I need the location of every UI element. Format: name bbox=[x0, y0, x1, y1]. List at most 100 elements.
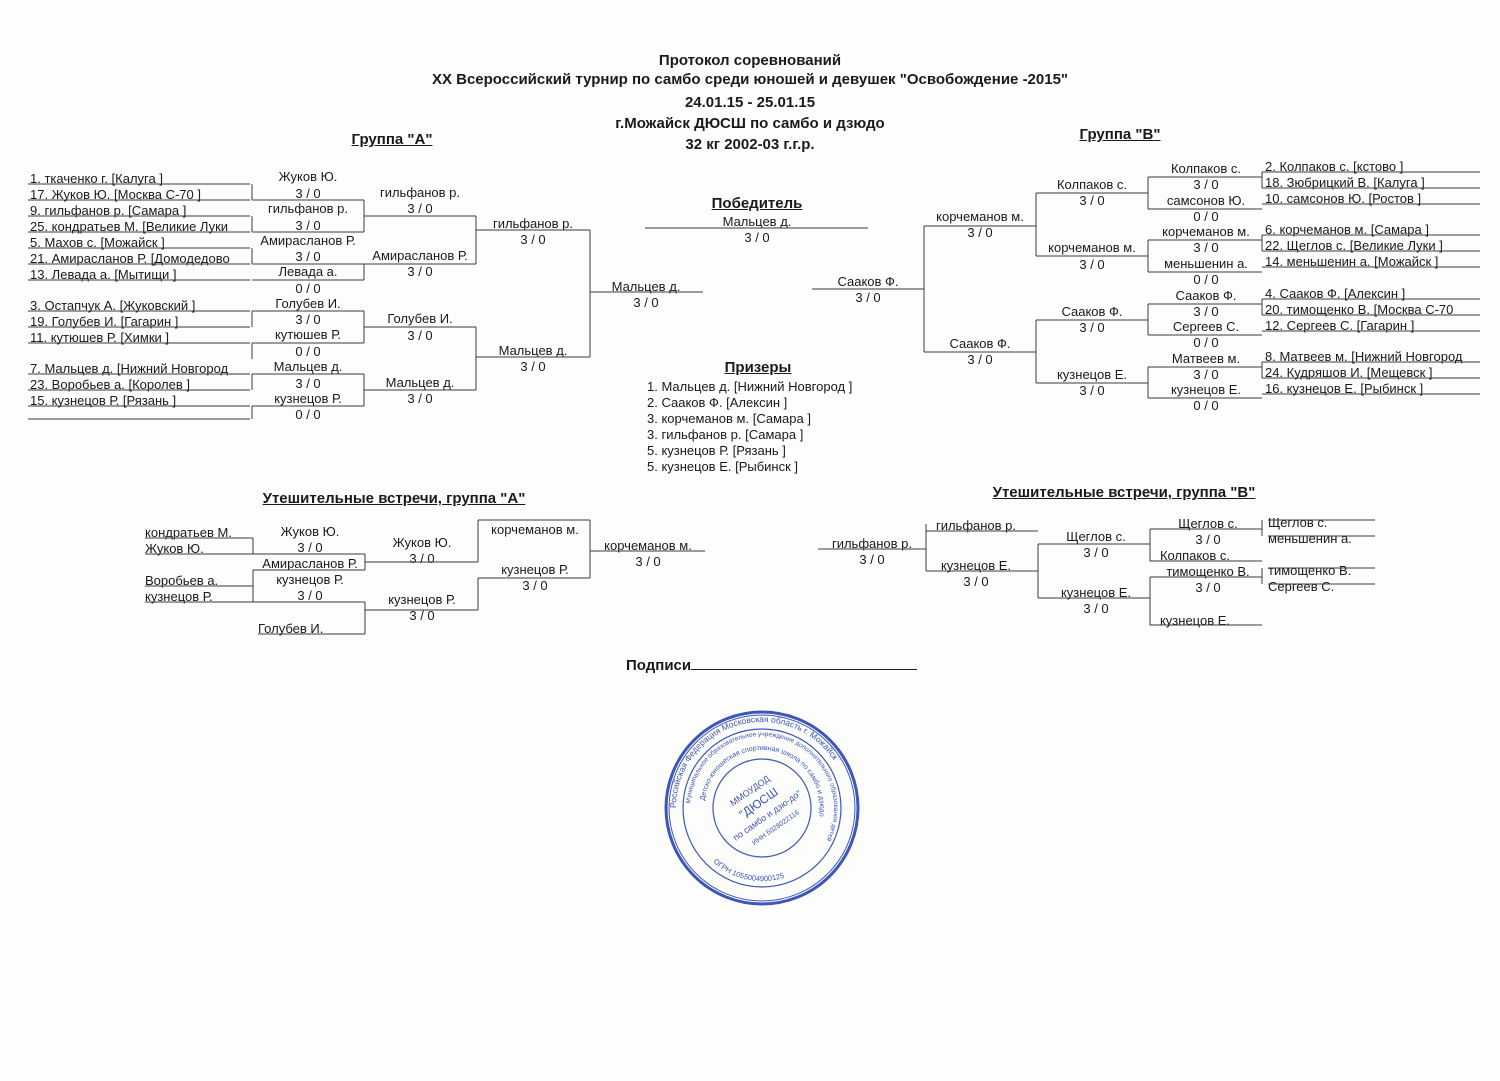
group-b-final-name: Сааков Ф. bbox=[837, 274, 899, 289]
group-b-r1-score: 3 / 0 bbox=[1193, 367, 1219, 382]
group-a-r2-score: 3 / 0 bbox=[407, 328, 433, 343]
cons-b-entrant: тимощенко В. bbox=[1268, 563, 1352, 578]
cons-b-title: Утешительные встречи, группа "В" bbox=[992, 484, 1256, 501]
cons-b-r3-name: кузнецов Е. bbox=[940, 558, 1012, 573]
group-a-title: Группа "А" bbox=[351, 131, 433, 148]
group-b-r1-score: 0 / 0 bbox=[1193, 398, 1219, 413]
group-b-r1-name: меньшенин а. bbox=[1164, 256, 1248, 271]
cons-b-r2-score: 3 / 0 bbox=[1083, 601, 1109, 616]
group-a-r1-score: 0 / 0 bbox=[295, 344, 321, 359]
group-a-r1-name: Жуков Ю. bbox=[278, 169, 338, 184]
group-b-r2-name: кузнецов Е. bbox=[1056, 367, 1128, 382]
signature-block: Подписи bbox=[626, 655, 918, 675]
cons-b-r2-name: кузнецов Е. bbox=[1060, 585, 1132, 600]
prize-item: 3. гильфанов р. [Самара ] bbox=[647, 427, 804, 442]
cons-a-r3-name: кузнецов Р. bbox=[501, 562, 569, 577]
group-a-r1-score: 3 / 0 bbox=[295, 376, 321, 391]
prize-item: 1. Мальцев д. [Нижний Новгород ] bbox=[647, 379, 853, 394]
cons-a-entrant: Голубев И. bbox=[258, 621, 324, 636]
group-a-r1-score: 3 / 0 bbox=[295, 218, 321, 233]
cons-b-r1-name: тимощенко В. bbox=[1166, 564, 1250, 579]
official-stamp: Российская Федерация Московская область … bbox=[664, 710, 860, 906]
group-a-r2-name: гильфанов р. bbox=[379, 185, 461, 200]
winner-title: Победитель bbox=[711, 195, 803, 212]
group-a-r1-score: 3 / 0 bbox=[295, 186, 321, 201]
stamp-rings bbox=[664, 710, 860, 906]
tournament-title: XX Всероссийский турнир по самбо среди ю… bbox=[431, 71, 1069, 88]
group-a-final-score: 3 / 0 bbox=[633, 295, 659, 310]
cons-a-r1-score: 3 / 0 bbox=[297, 540, 323, 555]
winner-score: 3 / 0 bbox=[744, 230, 770, 245]
group-a-entrant: 9. гильфанов р. [Самара ] bbox=[30, 203, 187, 218]
group-a-entrant: 3. Остапчук А. [Жуковский ] bbox=[30, 298, 196, 313]
group-a-r3-score: 3 / 0 bbox=[520, 232, 546, 247]
group-b-r3-score: 3 / 0 bbox=[967, 352, 993, 367]
cons-a-r2-score: 3 / 0 bbox=[409, 608, 435, 623]
cons-b-r1-name: Щеглов с. bbox=[1178, 516, 1238, 531]
cons-a-r3-score: 3 / 0 bbox=[522, 578, 548, 593]
group-a-entrant: 7. Мальцев д. [Нижний Новгород bbox=[30, 361, 229, 376]
group-a-r1-name: Левада а. bbox=[278, 264, 338, 279]
group-b-entrant: 6. корчеманов м. [Самара ] bbox=[1265, 222, 1429, 237]
group-b-entrant: 10. самсонов Ю. [Ростов ] bbox=[1265, 191, 1422, 206]
group-b-r1-score: 0 / 0 bbox=[1193, 335, 1219, 350]
signature-line bbox=[691, 655, 918, 670]
group-a-r3-name: Мальцев д. bbox=[498, 343, 568, 358]
group-a-r1-name: кузнецов Р. bbox=[274, 391, 342, 406]
group-a-r1-score: 3 / 0 bbox=[295, 312, 321, 327]
cons-b-r3-name: гильфанов р. bbox=[935, 518, 1017, 533]
group-b-r1-name: корчеманов м. bbox=[1162, 224, 1250, 239]
group-a-entrant: 19. Голубев И. [Гагарин ] bbox=[30, 314, 179, 329]
group-a-entrant: 13. Левада а. [Мытищи ] bbox=[30, 267, 177, 282]
group-a-entrant: 17. Жуков Ю. [Москва С-70 ] bbox=[30, 187, 201, 202]
group-a-r2-name: Голубев И. bbox=[387, 311, 453, 326]
group-b-r3-score: 3 / 0 bbox=[967, 225, 993, 240]
cons-b-entrant: меньшенин а. bbox=[1268, 531, 1352, 546]
cons-b-r2-score: 3 / 0 bbox=[1083, 545, 1109, 560]
group-b-final-score: 3 / 0 bbox=[855, 290, 881, 305]
cons-a-r1-name: Жуков Ю. bbox=[280, 524, 340, 539]
cons-a-r1-name: кузнецов Р. bbox=[276, 572, 344, 587]
tournament-dates: 24.01.15 - 25.01.15 bbox=[684, 94, 816, 111]
group-a-r3-score: 3 / 0 bbox=[520, 359, 546, 374]
cons-b-r3-score: 3 / 0 bbox=[963, 574, 989, 589]
group-b-r2-name: Сааков Ф. bbox=[1061, 304, 1123, 319]
prize-item: 2. Сааков Ф. [Алексин ] bbox=[647, 395, 788, 410]
cons-b-entrant: Щеглов с. bbox=[1268, 515, 1328, 530]
group-a-r1-score: 0 / 0 bbox=[295, 407, 321, 422]
cons-b-r2-name: Щеглов с. bbox=[1066, 529, 1126, 544]
group-a-r2-name: Мальцев д. bbox=[385, 375, 455, 390]
group-a-entrant: 11. кутюшев Р. [Химки ] bbox=[30, 330, 170, 345]
group-b-r1-name: кузнецов Е. bbox=[1170, 382, 1242, 397]
group-b-r2-score: 3 / 0 bbox=[1079, 193, 1105, 208]
group-b-title: Группа "В" bbox=[1079, 126, 1161, 143]
group-a-r1-name: кутюшев Р. bbox=[274, 327, 342, 342]
group-b-r1-score: 3 / 0 bbox=[1193, 177, 1219, 192]
group-b-entrant: 14. меньшенин а. [Можайск ] bbox=[1265, 254, 1439, 269]
tournament-venue: г.Можайск ДЮСШ по самбо и дзюдо bbox=[615, 115, 885, 132]
cons-b-final-name: гильфанов р. bbox=[831, 536, 913, 551]
group-b-r1-score: 0 / 0 bbox=[1193, 209, 1219, 224]
group-a-r1-score: 3 / 0 bbox=[295, 249, 321, 264]
group-b-r2-score: 3 / 0 bbox=[1079, 320, 1105, 335]
group-b-r1-score: 3 / 0 bbox=[1193, 240, 1219, 255]
cons-a-entrant: кузнецов Р. bbox=[145, 589, 213, 604]
group-b-r1-name: Матвеев м. bbox=[1171, 351, 1241, 366]
group-b-entrant: 22. Щеглов с. [Великие Луки ] bbox=[1265, 238, 1443, 253]
group-b-r2-name: Колпаков с. bbox=[1056, 177, 1128, 192]
group-b-r1-name: Колпаков с. bbox=[1170, 161, 1242, 176]
group-b-r1-score: 3 / 0 bbox=[1193, 304, 1219, 319]
cons-a-final-score: 3 / 0 bbox=[635, 554, 661, 569]
group-b-r2-name: корчеманов м. bbox=[1048, 240, 1136, 255]
group-a-r3-name: гильфанов р. bbox=[492, 216, 574, 231]
group-b-entrant: 18. Зюбрицкий В. [Калуга ] bbox=[1265, 175, 1425, 190]
doc-title: Протокол соревнований bbox=[658, 52, 842, 69]
group-b-entrant: 20. тимощенко В. [Москва С-70 bbox=[1265, 302, 1454, 317]
weight-category: 32 кг 2002-03 г.г.р. bbox=[685, 136, 815, 153]
signature-label: Подписи bbox=[626, 657, 692, 674]
group-a-entrant: 21. Амирасланов Р. [Домодедово bbox=[30, 251, 230, 266]
group-a-entrant: 23. Воробьев а. [Королев ] bbox=[30, 377, 190, 392]
cons-a-entrant: Жуков Ю. bbox=[145, 541, 204, 556]
